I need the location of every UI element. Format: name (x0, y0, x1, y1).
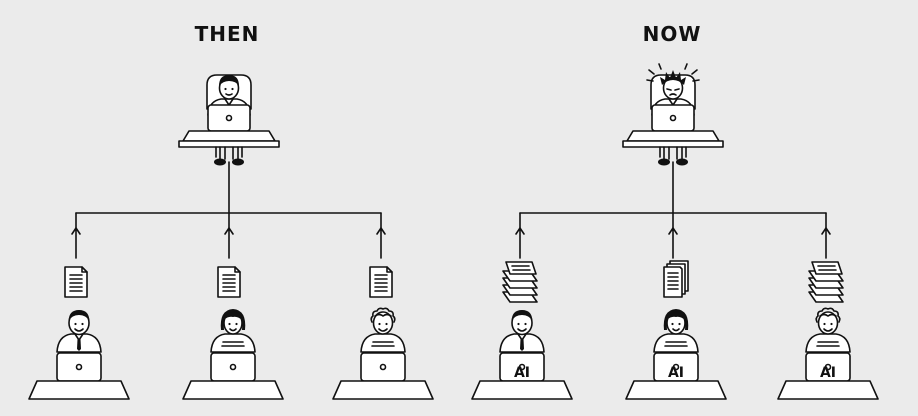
ai-screen-label: AI (514, 365, 530, 381)
now-worker: AI (778, 308, 878, 399)
ai-screen-label: AI (820, 365, 836, 381)
then-worker (29, 310, 129, 399)
now-worker: AI (626, 309, 726, 399)
now-worker: AI (472, 310, 572, 399)
then-hierarchy-connectors (72, 162, 385, 258)
now-documents-icon (664, 261, 688, 297)
now-manager (623, 64, 723, 166)
now-hierarchy-connectors (516, 162, 830, 258)
now-document-stack-icon (809, 262, 843, 302)
then-document-icon (370, 267, 392, 297)
ai-screen-label: AI (668, 365, 684, 381)
then-manager (179, 75, 279, 166)
then-worker (183, 309, 283, 399)
then-document-icon (218, 267, 240, 297)
now-document-stack-icon (503, 262, 537, 302)
then-document-icon (65, 267, 87, 297)
then-worker (333, 308, 433, 399)
